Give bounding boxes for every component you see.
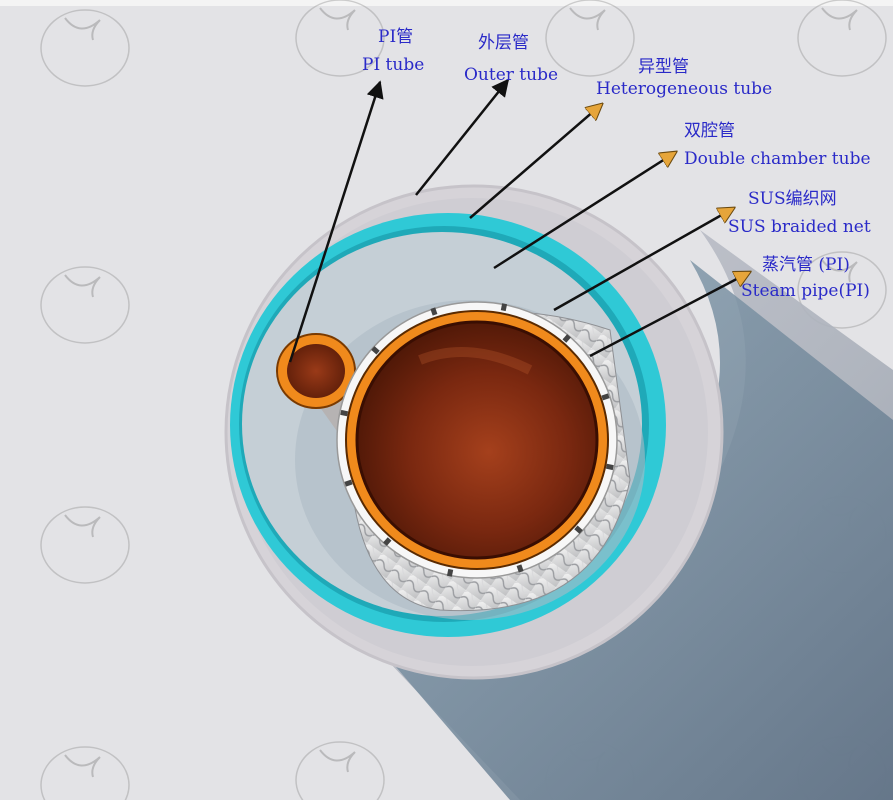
arrow-pi-tube [288, 80, 384, 363]
anjun-watermark-logo [40, 266, 130, 344]
heterogeneous-tube-label-en: Heterogeneous tube [596, 79, 772, 99]
anjun-watermark-logo [545, 0, 635, 77]
pi-tube-label-en: PI tube [362, 55, 424, 75]
anjun-watermark-logo [40, 9, 130, 87]
heterogeneous-tube-label-cn: 异型管 [638, 57, 689, 77]
outer-tube-label-cn: 外层管 [478, 33, 529, 53]
anjun-watermark-logo [797, 0, 887, 77]
braid-dash [500, 303, 508, 312]
double-chamber-tube-label-cn: 双腔管 [684, 121, 735, 141]
braid-dash [574, 525, 583, 534]
anjun-watermark-logo [295, 741, 385, 800]
braid-dash [371, 346, 380, 355]
pi-tube-label-cn: PI管 [378, 27, 413, 47]
outer-tube-label-en: Outer tube [464, 65, 558, 85]
arrow-steam-pipe [589, 272, 750, 358]
braid-dash [516, 564, 524, 573]
arrow-double-chamber-tube [493, 152, 676, 270]
arrow-heterogeneous-tube [469, 104, 602, 219]
top-border [0, 0, 893, 6]
steam-pipe-label-en: Steam pipe(PI) [741, 281, 870, 301]
pi-tube-copper [287, 344, 345, 398]
braid-dash-marks [340, 303, 614, 577]
anjun-watermark-logo [40, 746, 130, 800]
braid-dash [562, 334, 571, 343]
arrow-outer-tube [415, 78, 510, 196]
sus-braided-net-label-cn: SUS编织网 [748, 189, 837, 209]
braid-dash [340, 409, 349, 417]
braid-dash [430, 307, 438, 316]
anjun-watermark-logo [797, 251, 887, 329]
steam-pipe-highlight [418, 347, 533, 375]
sus-braided-net-label-en: SUS braided net [728, 217, 871, 237]
steam-pipe-label-cn: 蒸汽管 (PI) [762, 255, 850, 275]
braid-dash [344, 479, 353, 487]
anjun-watermark-logo [40, 506, 130, 584]
braid-dash [601, 393, 610, 401]
double-chamber-tube-label-en: Double chamber tube [684, 149, 871, 169]
braid-dash [383, 537, 392, 546]
anjun-watermark-logo [295, 0, 385, 77]
arrow-sus-braided-net [553, 208, 734, 312]
braid-dash [605, 463, 614, 471]
braid-dash [446, 568, 454, 577]
steam-pipe-copper [355, 320, 599, 560]
